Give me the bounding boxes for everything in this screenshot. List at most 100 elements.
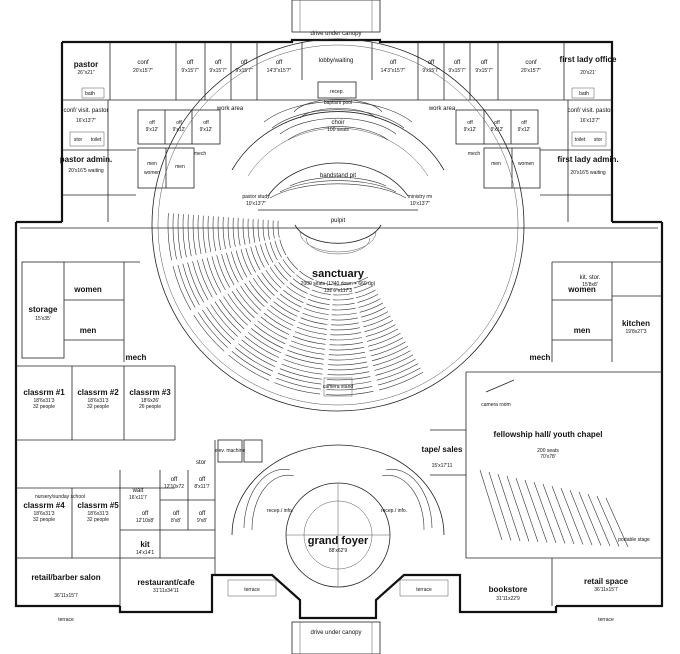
women-right-top-label: women bbox=[518, 161, 534, 167]
work-area-left-label: work area bbox=[216, 106, 244, 112]
small-off-right-a-dim: 9'x12' bbox=[464, 127, 477, 133]
seat-row bbox=[331, 317, 358, 321]
fellowship-seat-row bbox=[488, 471, 512, 541]
seat-row bbox=[354, 285, 374, 294]
fellowship-seat-row bbox=[596, 495, 620, 547]
fellowship-seat-row bbox=[578, 491, 602, 546]
seat-row bbox=[333, 288, 352, 291]
classrm-3-cap: 26 people bbox=[139, 404, 161, 410]
bookstore-label: bookstore bbox=[489, 585, 528, 594]
recep-label: recep. bbox=[330, 89, 344, 95]
off-right-2-dim: 9'x15'7" bbox=[448, 68, 466, 74]
retail-barber-dim: 36'11x15'7 bbox=[54, 593, 78, 599]
seat-row bbox=[276, 297, 300, 313]
kit-label: kit bbox=[140, 540, 150, 549]
seat-row bbox=[248, 280, 268, 304]
small-off-right-b-dim: 9'x12' bbox=[491, 127, 504, 133]
seat-row bbox=[362, 311, 389, 323]
grand-foyer-dim: 88'x62'9 bbox=[329, 548, 348, 554]
off-left-4-dim: 14'3"x15'7" bbox=[267, 68, 292, 74]
seat-row bbox=[237, 217, 241, 246]
mech-right-top-label: mech bbox=[468, 151, 480, 157]
small-off-right-c-label: off bbox=[521, 120, 527, 126]
pastor-admin-label: pastor admin. bbox=[60, 155, 112, 164]
fellowship-seat-row bbox=[515, 477, 539, 543]
seat-row bbox=[182, 214, 187, 258]
seat-row bbox=[332, 298, 354, 301]
seat-row bbox=[240, 249, 252, 276]
seat-row bbox=[282, 259, 295, 274]
seat-row bbox=[254, 324, 286, 345]
seat-row bbox=[298, 322, 328, 330]
off-west-c-label: off bbox=[142, 511, 149, 517]
seat-row bbox=[167, 213, 172, 261]
fellowship-seat-row bbox=[524, 479, 548, 543]
seat-row bbox=[296, 274, 312, 285]
pastor-study-label: pastor study bbox=[242, 194, 270, 200]
off-left-1-dim: 9'x15'7" bbox=[181, 68, 199, 74]
off-left-3-label: off bbox=[241, 60, 248, 66]
men-west-label: men bbox=[80, 326, 97, 335]
seat-row bbox=[300, 317, 328, 325]
women-left-top-label: women bbox=[144, 170, 160, 176]
seat-row bbox=[177, 264, 196, 308]
seat-row bbox=[228, 354, 270, 381]
conf-left-label: conf bbox=[137, 60, 149, 66]
lobby-label: lobby/waiting bbox=[319, 58, 354, 64]
seat-row bbox=[197, 215, 202, 255]
first-lady-admin-dim: 20'x16'5 waiting bbox=[570, 170, 605, 176]
small-off-left-c-label: off bbox=[203, 120, 209, 126]
pulpit-label: pulpit bbox=[331, 218, 346, 224]
women-east-label: women bbox=[567, 285, 596, 294]
seat-row bbox=[371, 345, 409, 362]
off-left-4-label: off bbox=[276, 60, 283, 66]
kitchen-label: kitchen bbox=[622, 319, 650, 328]
seat-row bbox=[172, 266, 192, 311]
off-west-a-label: off bbox=[171, 477, 178, 483]
bottom-canopy bbox=[291, 621, 381, 654]
recep-right-label: recep./ info. bbox=[381, 508, 407, 514]
off-right-3-label: off bbox=[428, 60, 435, 66]
ministry-room-dim: 10'x13'7" bbox=[410, 201, 430, 207]
camera-room-label: camera room bbox=[481, 402, 510, 408]
seat-row bbox=[299, 270, 314, 281]
seat-row bbox=[330, 322, 359, 326]
seat-row bbox=[315, 280, 332, 285]
seat-row bbox=[368, 333, 401, 347]
small-off-left-a-label: off bbox=[149, 120, 155, 126]
retail-space-label: retail space bbox=[584, 577, 629, 586]
seat-row bbox=[214, 301, 242, 334]
fellowship-seating bbox=[479, 469, 629, 548]
seat-row bbox=[286, 286, 306, 299]
seat-row bbox=[267, 309, 294, 326]
conf-right-dim: 20'x15'7" bbox=[521, 68, 541, 74]
seat-row bbox=[330, 332, 361, 336]
kitchen-dim: 19'8x27'3 bbox=[625, 329, 646, 335]
tape-sales-label: tape/ sales bbox=[422, 445, 463, 454]
classrm-1-label: classrm #1 bbox=[23, 388, 65, 397]
seat-row bbox=[262, 219, 265, 241]
seat-row bbox=[332, 307, 356, 311]
classrm-4-label: classrm #4 bbox=[23, 501, 65, 510]
small-off-right-a-label: off bbox=[467, 120, 473, 126]
conf-visit-left-dim: 16'x13'7" bbox=[76, 118, 96, 124]
seat-row bbox=[261, 272, 279, 293]
first-lady-admin-label: first lady admin. bbox=[557, 155, 618, 164]
elev-machine-label: elev. machine bbox=[215, 448, 246, 454]
seat-row bbox=[329, 342, 363, 346]
drive-label-top: drive under canopy bbox=[310, 31, 361, 37]
classrm-5-cap: 32 people bbox=[87, 517, 109, 523]
seat-row bbox=[311, 289, 331, 295]
seat-row bbox=[370, 341, 406, 357]
seat-row bbox=[377, 367, 421, 386]
seat-row bbox=[192, 214, 197, 256]
seat-row bbox=[283, 359, 323, 370]
off-right-2-label: off bbox=[454, 60, 461, 66]
seat-row bbox=[216, 255, 230, 288]
east-wing-walls bbox=[430, 261, 662, 606]
seat-row bbox=[309, 294, 331, 300]
seat-row bbox=[331, 312, 357, 316]
seat-row bbox=[357, 294, 379, 303]
off-right-4-label: off bbox=[390, 60, 397, 66]
